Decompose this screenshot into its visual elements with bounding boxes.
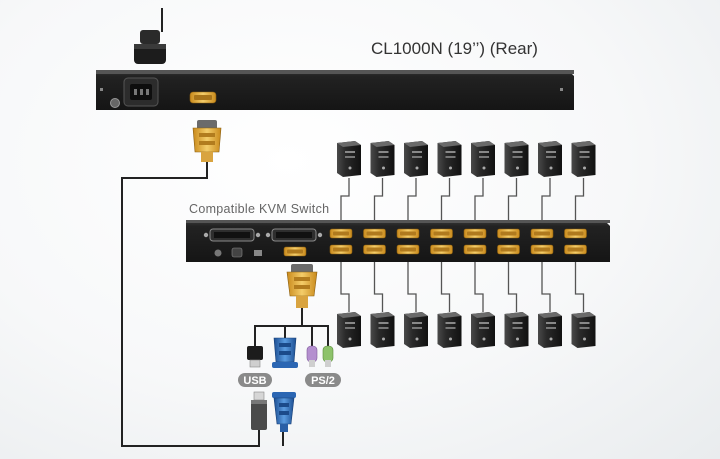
ps2-plug-icon	[306, 345, 318, 367]
tower-pc-icon	[504, 141, 529, 177]
pc-cable	[440, 254, 451, 312]
pc-cable	[440, 178, 451, 229]
pc-cable	[541, 254, 551, 312]
usb-label: USB	[243, 375, 266, 387]
db25-port	[265, 228, 323, 242]
tower-pc-icon	[571, 141, 596, 177]
switch-port	[463, 228, 487, 239]
switch-label: Compatible KVM Switch	[189, 202, 329, 216]
pc-cable	[507, 254, 518, 312]
switch-port	[430, 228, 453, 239]
db25-port	[203, 228, 261, 242]
pc-cable	[407, 178, 417, 229]
tower-pc-icon	[370, 141, 395, 177]
console-port	[283, 246, 307, 257]
switch-port	[363, 228, 386, 239]
pc-cable	[474, 178, 484, 229]
computer-grid	[337, 141, 596, 348]
pc-cable	[574, 178, 585, 229]
tower-pc-icon	[370, 312, 395, 348]
power-plug-icon	[134, 30, 166, 64]
tower-pc-icon	[504, 312, 529, 348]
unit-title: CL1000N (19’’) (Rear)	[371, 39, 538, 58]
switch-port	[497, 228, 520, 239]
tower-pc-icon	[437, 141, 462, 177]
tower-pc-icon	[471, 312, 495, 348]
pc-cable	[474, 254, 484, 312]
switch-port	[396, 244, 420, 255]
switch-port	[497, 244, 520, 255]
switch-port	[396, 228, 420, 239]
vga-connector-icon	[272, 392, 296, 432]
pc-cable	[340, 254, 350, 312]
vga-connector-icon	[272, 337, 298, 368]
switch-port	[463, 244, 487, 255]
pc-cable	[373, 254, 384, 312]
tower-pc-icon	[538, 312, 562, 348]
switch-port	[329, 244, 353, 255]
ps2-badge: PS/2	[305, 373, 341, 387]
tower-pc-icon	[538, 141, 562, 177]
vga-connector-icon	[286, 264, 318, 308]
console-cable	[121, 162, 284, 447]
cl1000n-unit	[96, 8, 574, 110]
tower-pc-icon	[437, 312, 462, 348]
switch-port	[564, 228, 587, 239]
pc-cable	[407, 254, 417, 312]
switch-port	[329, 228, 353, 239]
tower-pc-icon	[471, 141, 495, 177]
pc-cable	[507, 178, 518, 229]
switch-port	[564, 244, 587, 255]
usb-plug-icon	[247, 346, 263, 368]
pc-cable	[574, 254, 585, 312]
ps2-label: PS/2	[311, 375, 335, 387]
switch-port	[430, 244, 453, 255]
usb-badge: USB	[238, 373, 272, 387]
ps2-plug-icon	[322, 345, 334, 367]
switch-port	[363, 244, 386, 255]
tower-pc-icon	[404, 312, 428, 348]
switch-port	[530, 228, 554, 239]
usb-plug-icon	[251, 391, 267, 430]
console-split-cable	[254, 308, 329, 346]
tower-pc-icon	[337, 312, 361, 348]
pc-cable	[373, 178, 384, 229]
vga-connector-icon	[192, 120, 222, 162]
switch-port	[530, 244, 554, 255]
pc-cable	[541, 178, 551, 229]
tower-pc-icon	[571, 312, 596, 348]
kvm-switch	[186, 220, 610, 262]
tower-pc-icon	[404, 141, 428, 177]
rear-console-port	[189, 91, 217, 104]
tower-pc-icon	[337, 141, 361, 177]
pc-cable	[340, 178, 350, 229]
